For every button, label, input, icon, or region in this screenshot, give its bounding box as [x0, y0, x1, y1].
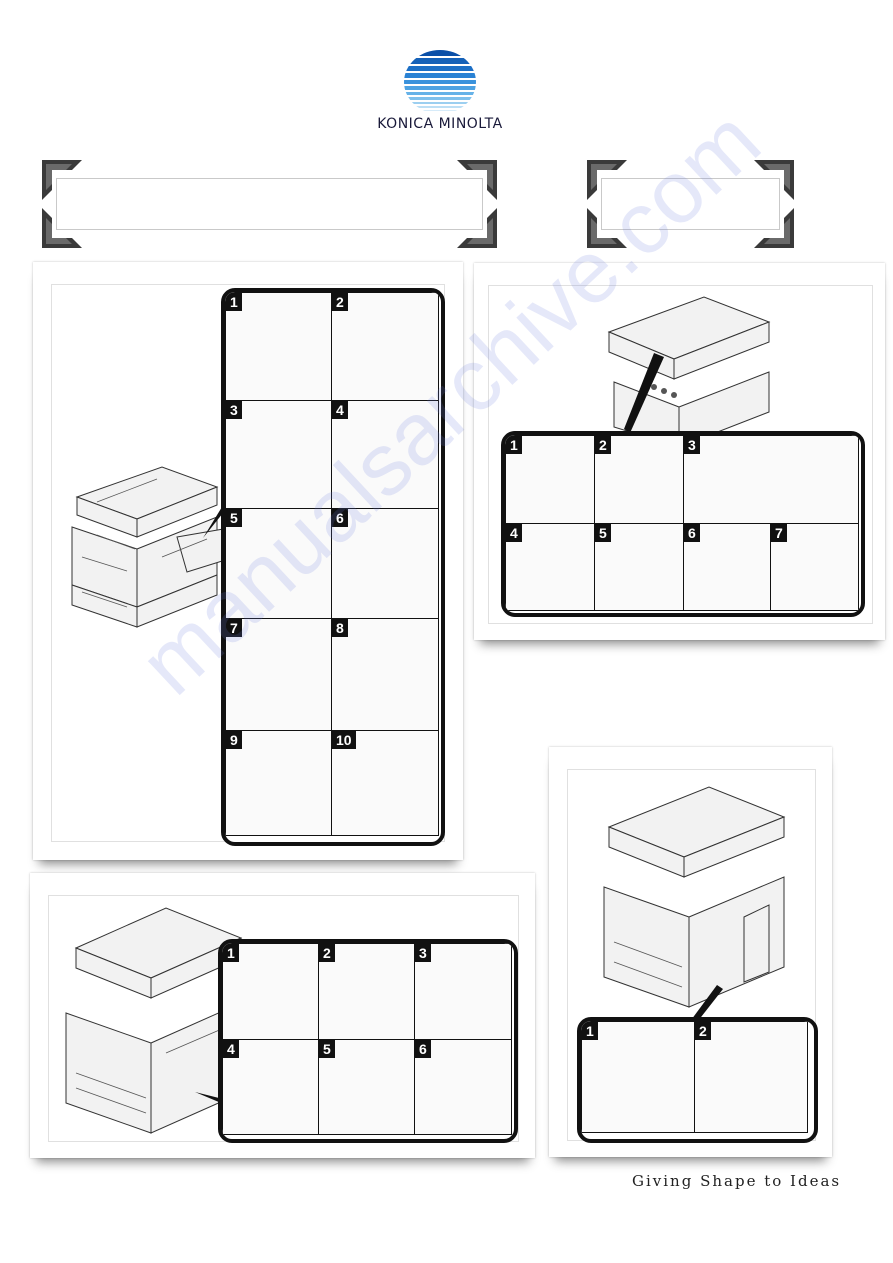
- step-number: 6: [684, 524, 700, 542]
- step-number: 6: [332, 509, 348, 527]
- corner-ornament-icon: [457, 208, 497, 248]
- corner-ornament-icon: [587, 160, 627, 200]
- step-cell: 5: [318, 1039, 416, 1135]
- step-cell: 3: [225, 400, 333, 510]
- steps-grid-side-door: 1 2 3 4 5 6 7 8 9 10: [221, 288, 445, 846]
- step-number: 5: [595, 524, 611, 542]
- step-number: 3: [226, 401, 242, 419]
- step-cell: 2: [318, 943, 416, 1041]
- step-cell: 7: [770, 523, 859, 611]
- step-number: 1: [226, 293, 242, 311]
- step-cell: 9: [225, 730, 333, 836]
- step-cell: 3: [414, 943, 512, 1041]
- printer-illustration: [71, 466, 236, 628]
- step-number: 4: [223, 1040, 239, 1058]
- corner-ornament-icon: [754, 208, 794, 248]
- step-cell: 4: [331, 400, 439, 510]
- step-number: 1: [582, 1022, 598, 1040]
- title-frame-left-box: [56, 178, 483, 230]
- step-number: 6: [415, 1040, 431, 1058]
- step-number: 7: [771, 524, 787, 542]
- step-number: 2: [332, 293, 348, 311]
- step-number: 3: [415, 944, 431, 962]
- step-number: 4: [332, 401, 348, 419]
- step-number: 8: [332, 619, 348, 637]
- step-number: 4: [506, 524, 522, 542]
- step-cell: 2: [594, 435, 685, 525]
- step-cell: 5: [225, 508, 333, 620]
- step-number: 1: [223, 944, 239, 962]
- panel-bypass-jam: 1 2: [549, 747, 832, 1157]
- step-cell: 8: [331, 618, 439, 732]
- printer-illustration: [603, 786, 786, 1008]
- pointer-wedge-icon: [624, 353, 664, 433]
- logo-globe-icon: [404, 50, 476, 114]
- steps-grid-adf: 1 2 3 4 5 6 7: [501, 431, 865, 617]
- step-cell: 3: [683, 435, 859, 525]
- corner-ornament-icon: [754, 160, 794, 200]
- step-cell: 1: [225, 292, 333, 402]
- corner-ornament-icon: [42, 208, 82, 248]
- step-number: 9: [226, 731, 242, 749]
- brand-name: KONICA MINOLTA: [377, 116, 503, 132]
- step-cell: 5: [594, 523, 685, 611]
- step-cell: 7: [225, 618, 333, 732]
- panel-tray-jam: 1 2 3 4 5 6: [30, 873, 535, 1158]
- step-number: 2: [695, 1022, 711, 1040]
- title-frame-right: [587, 160, 794, 248]
- step-number: 5: [226, 509, 242, 527]
- step-cell: 1: [505, 435, 596, 525]
- step-cell: 1: [222, 943, 320, 1041]
- step-cell: 6: [683, 523, 772, 611]
- step-cell: 6: [331, 508, 439, 620]
- title-frame-right-box: [601, 178, 780, 230]
- step-number: 1: [506, 436, 522, 454]
- corner-ornament-icon: [42, 160, 82, 200]
- step-number: 2: [319, 944, 335, 962]
- step-number: 2: [595, 436, 611, 454]
- printer-illustration: [607, 296, 771, 447]
- panel-inner-border: [488, 285, 873, 624]
- panel-side-door-jam: 1 2 3 4 5 6 7 8 9 10: [33, 262, 463, 860]
- step-cell: 4: [505, 523, 596, 611]
- step-cell: 4: [222, 1039, 320, 1135]
- step-cell: 10: [331, 730, 439, 836]
- step-cell: 1: [581, 1021, 696, 1133]
- step-cell: 6: [414, 1039, 512, 1135]
- step-number: 3: [684, 436, 700, 454]
- steps-grid-tray: 1 2 3 4 5 6: [218, 939, 518, 1143]
- corner-ornament-icon: [587, 208, 627, 248]
- title-frame-left: [42, 160, 497, 248]
- step-number: 10: [332, 731, 356, 749]
- corner-ornament-icon: [457, 160, 497, 200]
- step-number: 7: [226, 619, 242, 637]
- step-cell: 2: [694, 1021, 808, 1133]
- brand-logo: KONICA MINOLTA: [360, 50, 520, 140]
- step-cell: 2: [331, 292, 439, 402]
- panel-adf-jam: 1 2 3 4 5 6 7: [474, 263, 885, 640]
- brand-tagline: Giving Shape to Ideas: [632, 1172, 842, 1190]
- steps-grid-bypass: 1 2: [577, 1017, 818, 1143]
- step-number: 5: [319, 1040, 335, 1058]
